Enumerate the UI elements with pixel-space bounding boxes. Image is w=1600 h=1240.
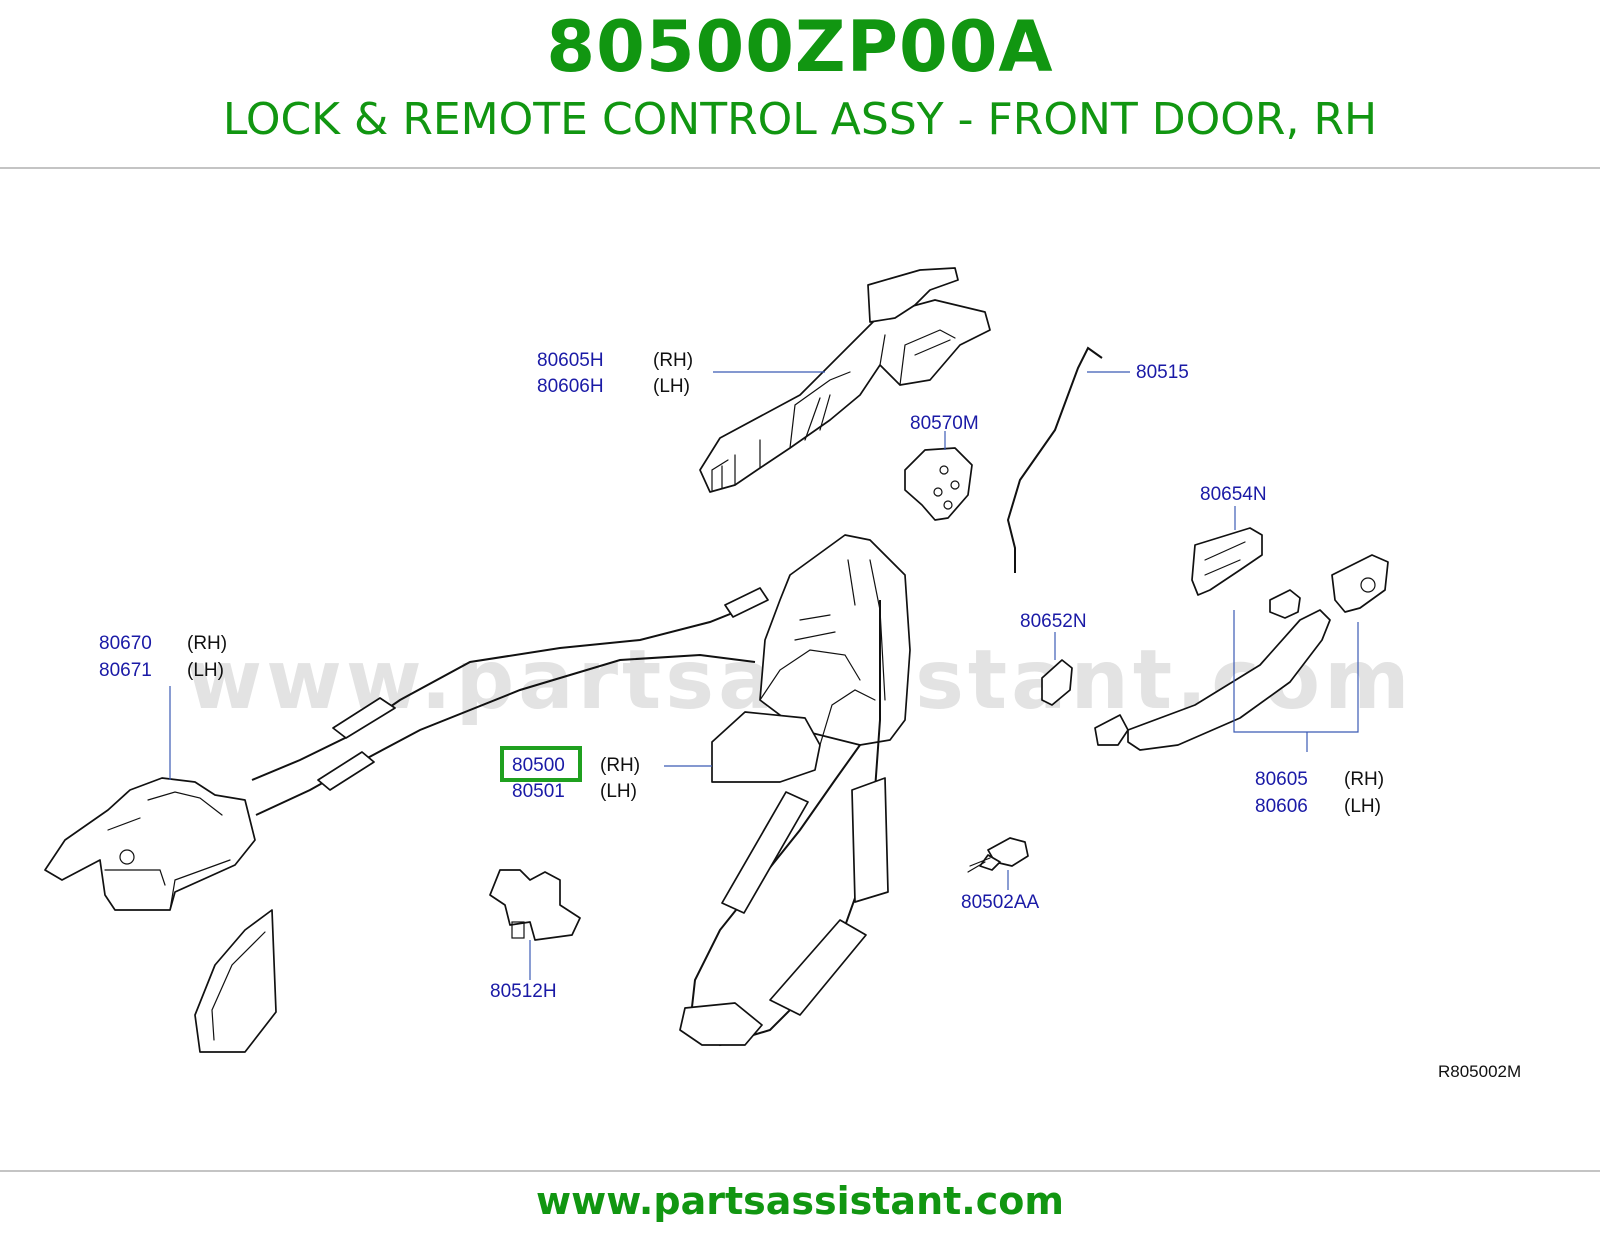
label-80570M[interactable]: 80570M [910,413,979,434]
inside-handle-escutcheon [194,909,277,1053]
label-80606H[interactable]: 80606H [537,376,604,397]
door-lock-actuator [711,534,911,783]
cable-sleeve-4 [721,791,809,914]
footer-divider [0,1170,1600,1172]
label-80671-side: (LH) [187,660,224,681]
highlight-box [500,746,582,782]
footer-site-link[interactable]: www.partsassistant.com [536,1179,1064,1223]
label-80654N[interactable]: 80654N [1200,484,1267,505]
label-80671[interactable]: 80671 [99,660,152,681]
label-80501-side: (LH) [600,781,637,802]
key-cylinder-plate [904,447,973,521]
cable-sleeve-5 [851,777,889,903]
page-subtitle: LOCK & REMOTE CONTROL ASSY - FRONT DOOR,… [222,94,1378,145]
cable-sleeve-1 [332,697,396,739]
label-80512H[interactable]: 80512H [490,981,557,1002]
outside-handle-bracket [699,267,991,493]
handle-escutcheon [1191,527,1263,596]
cable-clip [489,869,581,941]
label-80515[interactable]: 80515 [1136,362,1189,383]
page-title: 80500ZP00A [546,6,1054,88]
cable-sleeve-3 [724,587,769,618]
label-80606-side: (LH) [1344,796,1381,817]
label-80605H-side: (RH) [653,350,693,371]
label-80605-side: (RH) [1344,769,1384,790]
leader-lines [169,371,1359,980]
handle-gasket [1041,659,1073,706]
label-80502AA[interactable]: 80502AA [961,892,1040,913]
label-80670[interactable]: 80670 [99,633,152,654]
outside-handle [1094,554,1389,751]
screw [967,837,1029,873]
label-80652N[interactable]: 80652N [1020,611,1087,632]
label-80606[interactable]: 80606 [1255,796,1308,817]
cable-lower [255,653,756,816]
cable-sleeve-2 [317,751,375,791]
label-80501[interactable]: 80501 [512,781,565,802]
label-80605[interactable]: 80605 [1255,769,1308,790]
diagram-reference-code: R805002M [1438,1062,1521,1081]
cable-sleeve-6 [769,919,867,1016]
label-80500[interactable]: 80500 [512,755,565,776]
label-80605H[interactable]: 80605H [537,350,604,371]
header-divider [0,167,1600,169]
inside-handle [44,777,256,911]
label-80606H-side: (LH) [653,376,690,397]
label-80670-side: (RH) [187,633,227,654]
lock-rod [1006,346,1103,573]
label-80500-side: (RH) [600,755,640,776]
cable-sleeve-7 [679,1002,763,1046]
cable-upper [251,595,766,781]
